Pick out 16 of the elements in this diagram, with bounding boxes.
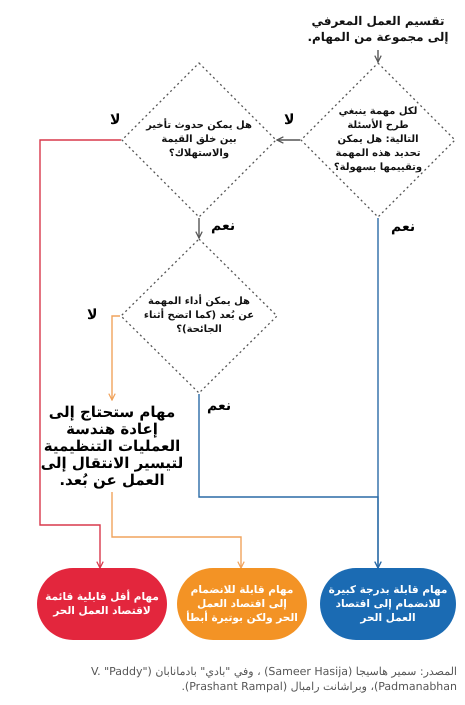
decision-diamond <box>120 238 278 394</box>
source-caption: المصدر: سمير هاسيجا (Sameer Hasija) ، وفي "بادي" بادمانابان (V. "Paddy" Padmanabhan)، وبراشانت رامبال (Prashant Rampal). <box>90 664 457 694</box>
start-text: تقسيم العمل المعرفي إلى مجموعة من المهام. <box>306 8 450 50</box>
connector-arrow <box>39 139 121 569</box>
connector-arrow <box>195 218 203 239</box>
question-text: هل يمكن أداء المهمة عن بُعد (كما اتضح أثناء الجائحة)؟ <box>143 295 255 337</box>
question-text: لكل مهمة ينبغي طرح الأسئلة التالية: هل يمكن تحديد هذه المهمة وتقييمها بسهولة؟ <box>332 105 424 175</box>
outcome-note-text: مهام ستحتاج إلى إعادة هندسة العمليات التنظيمية لتيسير الانتقال إلى العمل عن بُعد. <box>37 400 187 492</box>
connector-arrow <box>108 315 120 401</box>
question-text: هل يمكن حدوث تأخير بين خلق القيمة والاستهلاك؟ <box>144 119 253 161</box>
connector-arrow <box>276 136 300 144</box>
connector-arrow <box>198 394 382 569</box>
connector-arrow <box>374 50 382 63</box>
decision-diamond <box>300 62 456 218</box>
decision-diamond <box>121 62 277 218</box>
connector-arrow <box>111 492 245 569</box>
